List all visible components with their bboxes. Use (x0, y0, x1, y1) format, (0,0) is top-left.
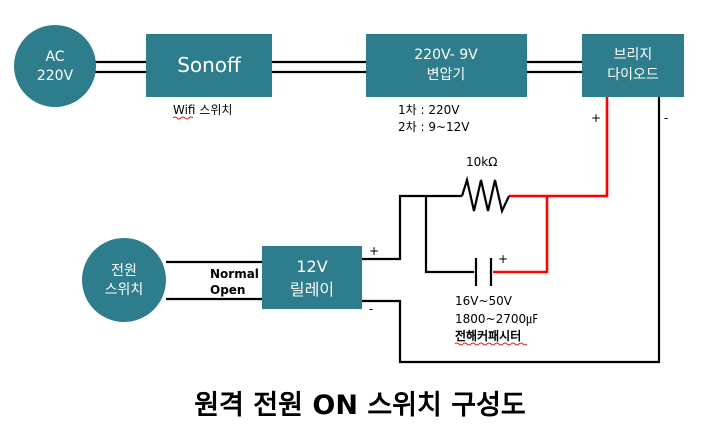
relay-node: 12V 릴레이 (262, 246, 362, 309)
transformer-label: 변압기 (427, 67, 466, 83)
capacitor-plus-sign: + (498, 252, 508, 266)
sonoff-to-transformer-wire (272, 60, 366, 74)
power-switch-label-line1: 전원 (111, 263, 137, 279)
spellcheck-underline (172, 116, 194, 120)
positive-wire-to-capacitor (493, 196, 549, 274)
bridge-label-line2: 다이오드 (607, 67, 659, 83)
transformer-voltage-label: 220V- 9V (414, 47, 478, 63)
relay-positive-wire (362, 194, 462, 261)
bridge-label-line1: 브리지 (614, 47, 653, 63)
relay-voltage-label: 12V (296, 257, 327, 276)
bridge-diode-node: 브리지 다이오드 (582, 34, 684, 97)
capacitor-left-wire (424, 196, 474, 274)
capacitor-value-label: 1800~2700㎌ (455, 312, 538, 326)
capacitor-name-label: 전해커패시터 (455, 328, 521, 343)
positive-wire (509, 97, 609, 198)
ac-label: AC (45, 49, 64, 65)
relay-plus-sign: + (369, 244, 379, 258)
open-label: Open (210, 283, 245, 297)
wifi-switch-annotation: Wifi 스위치 (173, 103, 232, 117)
capacitor-voltage-label: 16V~50V (455, 294, 513, 308)
resistor-symbol (460, 175, 510, 215)
spellcheck-underline (454, 342, 528, 346)
diagram-title: 원격 전원 ON 스위치 구성도 (194, 390, 526, 421)
transformer-node: 220V- 9V 변압기 (366, 34, 527, 97)
power-switch-node: 전원 스위치 (82, 238, 166, 322)
normal-label: Normal (210, 267, 259, 281)
bridge-minus-sign: - (664, 111, 668, 125)
ac-source-node: AC 220V (14, 25, 96, 107)
ac-to-sonoff-wire (95, 60, 146, 74)
sonoff-label: Sonoff (177, 53, 242, 77)
negative-return-wire (362, 97, 661, 364)
relay-minus-sign: - (369, 302, 373, 316)
secondary-voltage-annotation: 2차 : 9~12V (398, 120, 470, 134)
sonoff-node: Sonoff (146, 34, 272, 97)
resistor-value-label: 10kΩ (466, 155, 497, 169)
relay-label: 릴레이 (290, 280, 334, 299)
power-switch-label-line2: 스위치 (105, 282, 144, 298)
bridge-plus-sign: + (591, 111, 601, 125)
primary-voltage-annotation: 1차 : 220V (398, 103, 460, 117)
transformer-to-bridge-wire (527, 60, 582, 74)
ac-voltage-label: 220V (37, 68, 74, 84)
